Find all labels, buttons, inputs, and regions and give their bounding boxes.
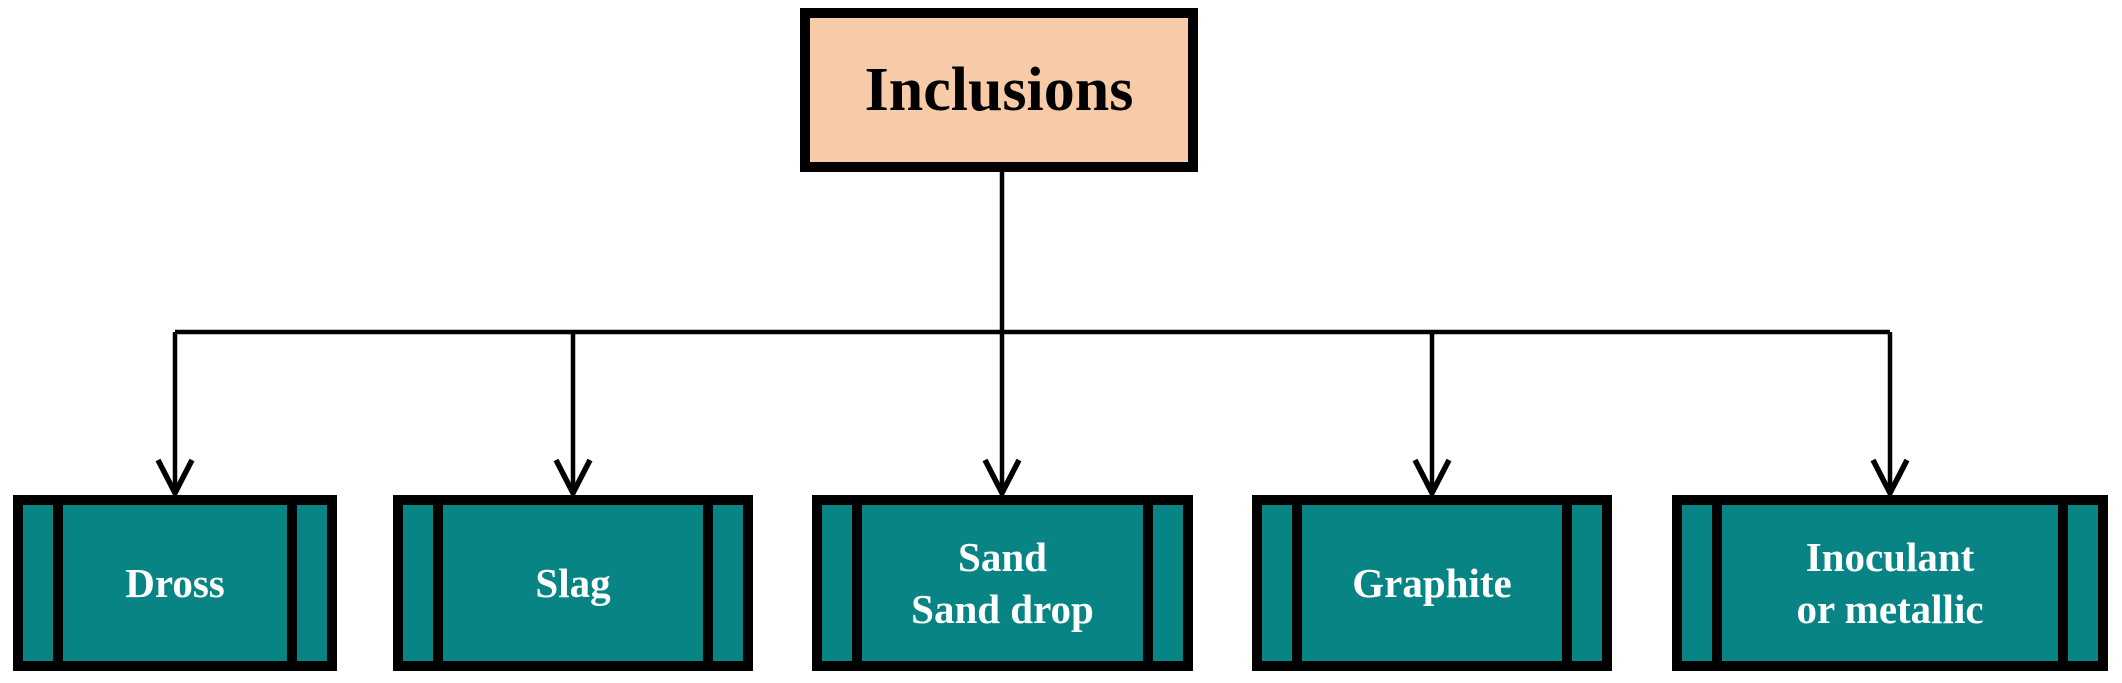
arrowhead-slag	[553, 458, 593, 500]
right-divider-bar	[1143, 505, 1153, 661]
node-sand: Sand Sand drop	[812, 495, 1193, 671]
node-inclusions-label: Inclusions	[864, 55, 1134, 124]
node-sand-label: Sand Sand drop	[911, 533, 1094, 632]
node-inoculant-label: Inoculant or metallic	[1796, 533, 1984, 632]
node-slag-label: Slag	[535, 559, 611, 606]
node-graphite: Graphite	[1252, 495, 1612, 671]
node-dross-label: Dross	[125, 559, 225, 606]
arrowhead-sand	[982, 458, 1022, 500]
node-inclusions: Inclusions	[800, 8, 1198, 172]
node-graphite-label: Graphite	[1352, 559, 1512, 606]
right-divider-bar	[287, 505, 297, 661]
left-divider-bar	[433, 505, 443, 661]
arrowhead-graphite	[1412, 458, 1452, 500]
left-divider-bar	[1292, 505, 1302, 661]
left-divider-bar	[53, 505, 63, 661]
node-dross: Dross	[13, 495, 337, 671]
node-inoculant: Inoculant or metallic	[1672, 495, 2108, 671]
node-slag: Slag	[393, 495, 753, 671]
left-divider-bar	[1712, 505, 1722, 661]
arrowhead-dross	[155, 458, 195, 500]
left-divider-bar	[852, 505, 862, 661]
right-divider-bar	[2058, 505, 2068, 661]
right-divider-bar	[1562, 505, 1572, 661]
right-divider-bar	[703, 505, 713, 661]
arrowhead-inoculant	[1870, 458, 1910, 500]
